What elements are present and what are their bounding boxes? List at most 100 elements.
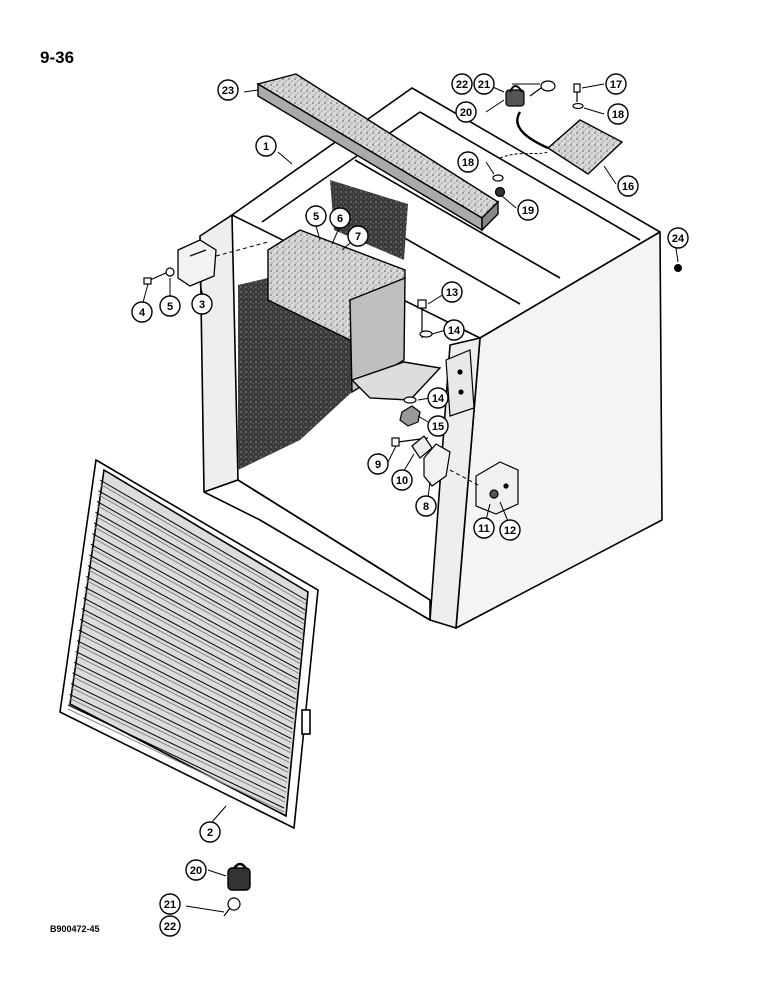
callout-label: 1 — [263, 141, 269, 153]
screw-24 — [674, 264, 682, 272]
callout-circle — [473, 73, 495, 95]
bolt-4-washer-5 — [143, 267, 175, 285]
grille-louver-shadow — [95, 515, 304, 635]
callout-circle — [391, 469, 413, 491]
callout-label: 21 — [478, 79, 490, 91]
callout-15: 15 — [427, 415, 449, 437]
callout-13: 13 — [441, 281, 463, 303]
grille-louver-shadow — [79, 622, 293, 734]
callout-16: 16 — [617, 175, 639, 197]
callout-14: 14 — [443, 319, 465, 341]
callout-3: 3 — [191, 293, 213, 315]
callout-circle — [329, 207, 351, 229]
callout-24: 24 — [667, 227, 689, 249]
grille-louver — [69, 693, 286, 799]
callout-circle — [199, 821, 221, 843]
callout-12: 12 — [499, 519, 521, 541]
callout-8: 8 — [415, 495, 437, 517]
callout-circle — [185, 859, 207, 881]
grille-louver-shadow — [75, 654, 290, 763]
callout-2: 2 — [199, 821, 221, 843]
callout-11: 11 — [473, 517, 495, 539]
callout-18: 18 — [607, 103, 629, 125]
grille-louver — [86, 575, 297, 690]
padlock-upper — [505, 85, 525, 107]
grille-louver-shadow — [76, 644, 291, 754]
callout-14: 14 — [427, 387, 449, 409]
grille-louver — [98, 490, 306, 611]
grille-louver — [67, 704, 285, 809]
callout-circle — [443, 319, 465, 341]
callout-label: 7 — [355, 231, 361, 243]
grille-louver-shadow — [86, 579, 297, 694]
callout-5: 5 — [159, 295, 181, 317]
grille-louver-shadow — [70, 687, 287, 793]
callout-circle — [159, 893, 181, 915]
grille-louver-shadow — [98, 494, 306, 615]
bracket-3 — [177, 239, 217, 287]
grille-louver — [96, 500, 305, 621]
callout-circle — [159, 915, 181, 937]
callout-circle — [427, 387, 449, 409]
right-inner-bracket — [445, 349, 475, 417]
grille-louver-shadow — [73, 665, 289, 773]
callout-label: 22 — [164, 921, 176, 933]
callout-23: 23 — [217, 79, 239, 101]
callout-label: 4 — [139, 307, 146, 319]
callout-label: 5 — [313, 211, 319, 223]
callout-label: 6 — [337, 213, 343, 225]
callout-circle — [159, 295, 181, 317]
callout-circle — [427, 415, 449, 437]
callout-label: 23 — [222, 85, 234, 97]
grille-assembly — [59, 458, 319, 830]
grille-louver — [89, 554, 299, 670]
leader-lines — [141, 83, 679, 913]
callout-label: 22 — [456, 79, 468, 91]
callout-label: 17 — [610, 79, 622, 91]
top-cross-member — [256, 73, 500, 232]
key-upper — [529, 80, 556, 97]
grille-louver — [92, 533, 302, 650]
grille-louver-shadow — [78, 633, 292, 744]
grille-louver-shadow — [96, 504, 305, 625]
padlock-lower — [227, 862, 251, 891]
washer-18-nut-19 — [492, 174, 506, 198]
cover-plate — [546, 119, 624, 175]
callout-label: 19 — [522, 205, 534, 217]
callout-22: 22 — [159, 915, 181, 937]
grille-louver — [72, 672, 288, 779]
grille-louver — [84, 586, 296, 700]
callout-10: 10 — [391, 469, 413, 491]
callout-22: 22 — [451, 73, 473, 95]
callout-circle — [617, 175, 639, 197]
grille-louver — [73, 661, 289, 769]
callout-circle — [305, 205, 327, 227]
grille-louver-shadow — [69, 697, 286, 803]
grille-louver — [75, 650, 290, 759]
key-lower — [223, 897, 241, 917]
callout-circle — [455, 101, 477, 123]
grille-louver — [78, 629, 292, 740]
callout-label: 5 — [167, 301, 173, 313]
callout-circle — [451, 73, 473, 95]
callout-label: 24 — [672, 233, 685, 245]
callout-circle — [347, 225, 369, 247]
callout-circle — [255, 135, 277, 157]
grille-louver — [76, 640, 291, 750]
grille-louver — [79, 618, 293, 730]
callout-circle — [415, 495, 437, 517]
callout-4: 4 — [131, 301, 153, 323]
grille-louver — [70, 683, 287, 789]
callout-circle — [367, 453, 389, 475]
callout-circle — [457, 151, 479, 173]
callout-circle — [607, 103, 629, 125]
callout-label: 12 — [504, 525, 516, 537]
callout-19: 19 — [517, 199, 539, 221]
callout-circle — [441, 281, 463, 303]
callout-18: 18 — [457, 151, 479, 173]
callout-label: 3 — [199, 299, 205, 311]
grille-louver-shadow — [72, 676, 288, 783]
callout-6: 6 — [329, 207, 351, 229]
